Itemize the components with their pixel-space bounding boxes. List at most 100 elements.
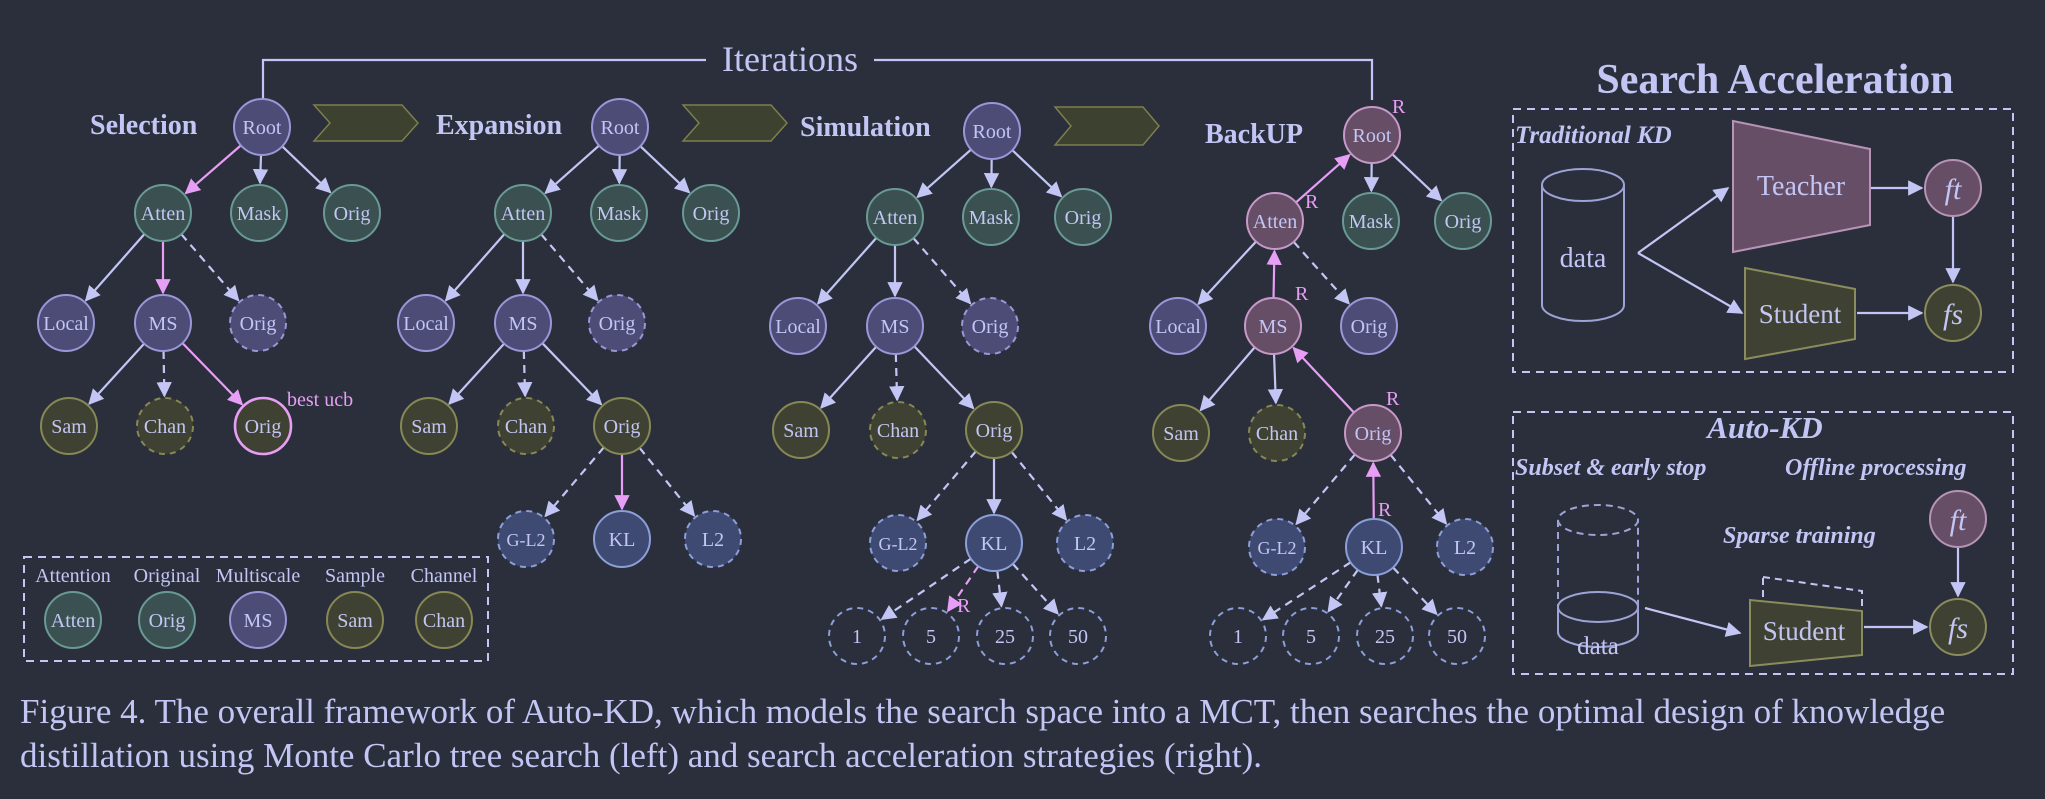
legend-node-label: Orig	[149, 610, 186, 632]
tree-node-label: Orig	[599, 313, 636, 335]
teacher-label: Teacher	[1757, 171, 1846, 202]
tree-node-orig: Orig	[233, 396, 293, 456]
tree-node-gl2: G-L2	[869, 514, 927, 572]
tree-node-orig: Orig	[965, 401, 1023, 459]
tree-edge	[281, 145, 332, 194]
tree-edge	[156, 350, 172, 398]
fs-node	[1924, 284, 1982, 342]
chevron-arrow-1	[312, 104, 420, 142]
tree-node-root: Root	[233, 98, 291, 156]
tree-node-l2: L2	[1056, 514, 1114, 572]
tree-node-label: Root	[1353, 125, 1392, 147]
tree-edge	[544, 144, 600, 195]
tree-edge	[544, 446, 605, 518]
tree-node-label: L2	[702, 529, 724, 551]
autokd-fs-node	[1929, 598, 1987, 656]
chevron-arrow-3	[1053, 106, 1160, 146]
autokd-data-label: data	[1577, 633, 1619, 660]
tree-node-label: KL	[1361, 537, 1388, 559]
tree-edge	[540, 233, 599, 302]
tree-node-label: Root	[601, 117, 640, 139]
tree-node-s5: 5	[902, 607, 960, 665]
autokd-ft-node	[1929, 490, 1987, 548]
tree-edge	[181, 342, 244, 406]
legend-swatch	[229, 591, 287, 649]
tree-edge	[638, 447, 696, 517]
autokd-ft-label: ft	[1950, 504, 1967, 537]
autokd-title: Auto-KD	[1705, 410, 1822, 445]
iterations-label: Iterations	[722, 39, 858, 79]
tree-node-label: Orig	[245, 416, 282, 438]
tree-node-ms: MS	[1244, 297, 1302, 355]
tree-node-label: Orig	[1351, 316, 1388, 338]
tree-edge	[184, 144, 242, 195]
traditional-kd-box	[1512, 108, 2014, 373]
tree-edge	[913, 345, 975, 410]
tree-node-atten: Atten	[1246, 192, 1304, 250]
tree-node-orig: Orig	[682, 184, 740, 242]
legend-swatch	[326, 591, 384, 649]
tree-node-label: Orig	[240, 313, 277, 335]
tree-node-label: Mask	[597, 203, 641, 225]
tree-node-label: Atten	[501, 203, 545, 225]
tree-node-label: L2	[1074, 533, 1096, 555]
tree-node-label: L2	[1454, 537, 1476, 559]
tree-node-s5: 5	[1282, 607, 1340, 665]
tree-edge	[1267, 353, 1284, 405]
figure-caption: Figure 4. The overall framework of Auto-…	[20, 692, 1946, 775]
tree-node-kl: KL	[965, 514, 1023, 572]
legend-box	[23, 556, 489, 662]
tree-node-orig: Orig	[1340, 297, 1398, 355]
tree-node-atten: Atten	[134, 184, 192, 242]
autokd-student-block	[1749, 598, 1863, 668]
tree-node-label: 25	[995, 626, 1015, 648]
tree-edge	[1266, 249, 1282, 299]
tree-node-atten: Atten	[494, 184, 552, 242]
tree-node-label: Chan	[1256, 423, 1298, 445]
tree-node-label: MS	[149, 313, 178, 335]
tree-node-label: G-L2	[1258, 538, 1297, 558]
tree-node-orig: Orig	[1344, 404, 1402, 462]
tree-node-label: Chan	[144, 416, 186, 438]
tree-node-label: MS	[509, 313, 538, 335]
tree-edge	[517, 350, 533, 398]
tree-node-label: 1	[852, 626, 862, 648]
tree-node-label: Chan	[877, 420, 919, 442]
autokd-student-label: Student	[1763, 616, 1846, 646]
iterations-loop: Iterations	[261, 39, 1374, 104]
phase-label-selection: Selection	[90, 110, 198, 141]
tree-node-mask: Mask	[230, 184, 288, 242]
chevron-arrow-2	[681, 104, 789, 142]
tree-edge	[1010, 451, 1068, 521]
legend-item-title: Attention	[35, 565, 111, 587]
ft-label: ft	[1945, 173, 1962, 206]
tree-node-label: Atten	[1253, 211, 1297, 233]
tree-node-label: Orig	[604, 416, 641, 438]
ft-node	[1924, 159, 1982, 217]
phase-chevrons	[312, 104, 1160, 146]
tree-node-local: Local	[1149, 297, 1207, 355]
tree-edge	[639, 145, 691, 194]
tree-node-kl: KL	[1345, 518, 1403, 576]
legend-swatch	[138, 591, 196, 649]
fs-label: fs	[1943, 298, 1963, 331]
tree-edge	[180, 233, 240, 302]
tree-edge	[912, 237, 972, 305]
tree-node-label: Sam	[411, 416, 447, 438]
tree-edge	[1327, 569, 1359, 613]
tree-edge	[1292, 346, 1355, 414]
autokd-box	[1512, 411, 2014, 675]
tree-node-label: 50	[1068, 626, 1088, 648]
tree-node-ms: MS	[134, 294, 192, 352]
database-icon	[1541, 168, 1625, 322]
tree-node-s1: 1	[828, 607, 886, 665]
reward-mark: R	[1305, 191, 1319, 213]
tree-node-local: Local	[37, 294, 95, 352]
tree-node-label: Orig	[976, 420, 1013, 442]
tree-node-label: Orig	[693, 203, 730, 225]
